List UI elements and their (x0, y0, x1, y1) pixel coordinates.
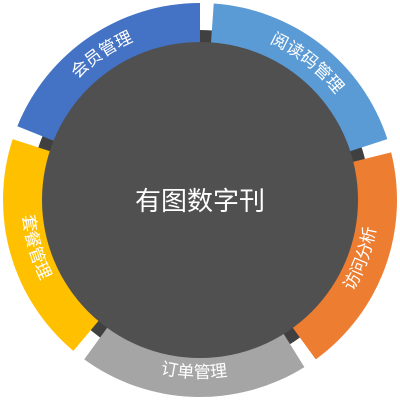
center-title: 有图数字刊 (135, 187, 265, 217)
center-hub (42, 42, 358, 358)
